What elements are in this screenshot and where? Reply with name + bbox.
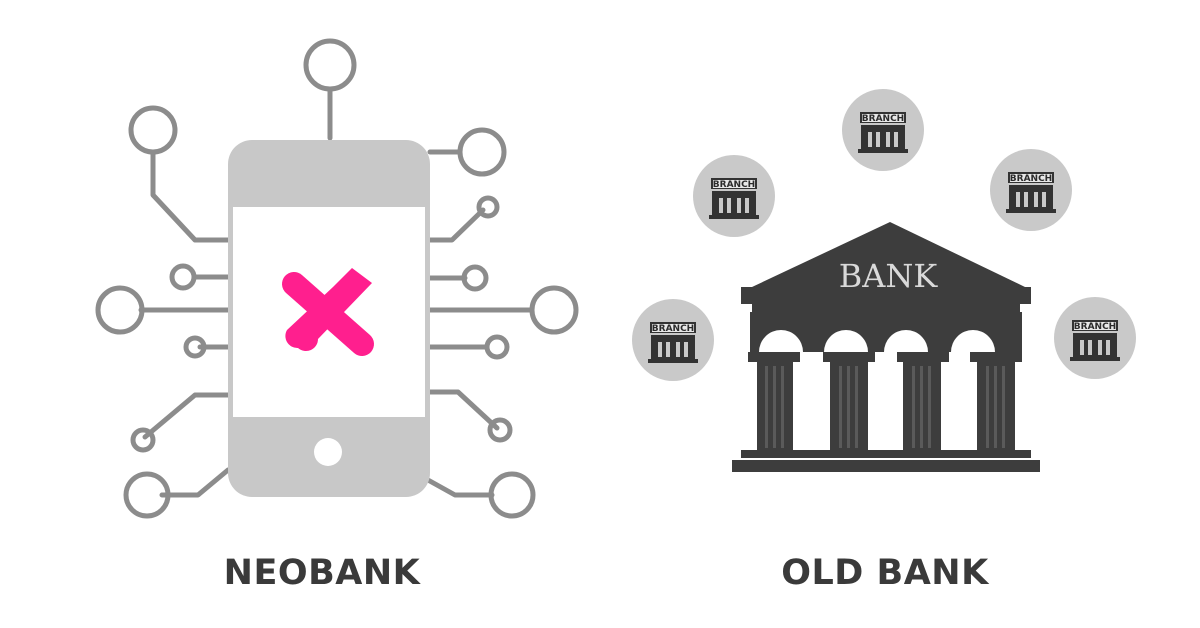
branch-label: BRANCH <box>1010 174 1052 184</box>
neobank-illustration <box>95 38 579 519</box>
oldbank-illustration: BRANCH BRANCH <box>632 89 1136 472</box>
branch-node: BRANCH <box>990 149 1072 231</box>
branch-node: BRANCH <box>693 155 775 237</box>
circuit-node <box>123 471 171 519</box>
home-button <box>314 438 342 466</box>
neobank-caption: NEOBANK <box>223 553 421 593</box>
circuit-node <box>488 471 536 519</box>
branch-label: BRANCH <box>1074 322 1116 332</box>
circuit-node <box>476 195 500 219</box>
branch-label: BRANCH <box>652 324 694 334</box>
oldbank-caption: OLD BANK <box>781 553 989 593</box>
circuit-node <box>487 417 513 443</box>
circuit-node <box>130 427 156 453</box>
circuit-node <box>484 334 510 360</box>
circuit-node <box>461 264 489 292</box>
circuit-node <box>128 105 178 155</box>
branch-node: BRANCH <box>632 299 714 381</box>
bank-building-icon: BANK <box>732 222 1040 472</box>
circuit-lines-left <box>138 149 233 498</box>
circuit-lines-right <box>327 87 535 498</box>
circuit-node <box>529 285 579 335</box>
branch-label: BRANCH <box>713 180 755 190</box>
circuit-node <box>183 335 207 359</box>
branch-label: BRANCH <box>862 114 904 124</box>
circuit-nodes <box>95 38 579 519</box>
circuit-node <box>303 38 357 92</box>
branch-node: BRANCH <box>842 89 924 171</box>
circuit-node <box>95 285 145 335</box>
circuit-node <box>457 127 507 177</box>
branch-node: BRANCH <box>1054 297 1136 379</box>
circuit-node <box>169 263 197 291</box>
neobank-x-logo-icon <box>282 268 374 356</box>
bank-label: BANK <box>839 257 939 295</box>
